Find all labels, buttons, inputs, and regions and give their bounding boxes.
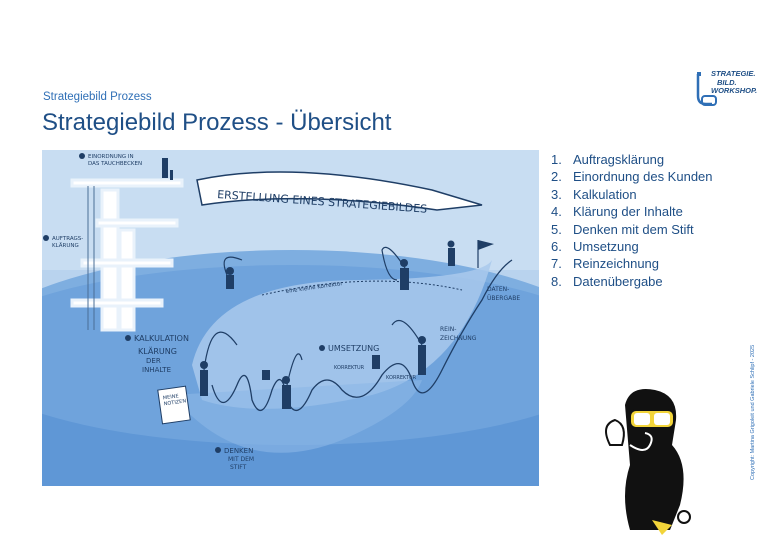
logo-text: STRATEGIE. BILD. WORKSHOP. bbox=[711, 69, 758, 96]
list-item: 5.Denken mit dem Stift bbox=[551, 221, 694, 237]
label-notiz-1: MEINE bbox=[163, 393, 180, 401]
list-item: 3.Kalkulation bbox=[551, 186, 637, 202]
label-korrektur-2: KORREKTUR bbox=[386, 375, 417, 381]
logo-line: BILD. bbox=[717, 77, 737, 87]
label-auftrag-2: KLÄRUNG bbox=[52, 242, 79, 249]
list-item: 4.Klärung der Inhalte bbox=[551, 204, 683, 220]
label-umsetzung: UMSETZUNG bbox=[328, 344, 379, 353]
label-auftrag-1: AUFTRAGS- bbox=[52, 236, 83, 242]
page-kicker: Strategiebild Prozess bbox=[43, 91, 152, 103]
copyright-note: Copyright: Martina Grigoleit und Gabriel… bbox=[750, 344, 756, 480]
label-reinzeichnung-1: REIN- bbox=[440, 326, 456, 333]
snorkel-mask-icon bbox=[696, 72, 717, 106]
diver-illustration bbox=[605, 389, 691, 535]
label-einordnung-2: DAS TAUCHBECKEN bbox=[88, 161, 142, 167]
list-item: 1.Auftragsklärung bbox=[551, 152, 665, 167]
label-klaerung-3: INHALTE bbox=[142, 366, 171, 374]
label-denken-3: STIFT bbox=[230, 464, 247, 471]
process-steps-list: 1.Auftragsklärung 2.Einordnung des Kunde… bbox=[551, 151, 713, 290]
list-item: 2.Einordnung des Kunden bbox=[551, 169, 713, 185]
list-item: 6.Umsetzung bbox=[551, 238, 639, 254]
label-korrektur-1: KORREKTUR bbox=[334, 365, 365, 371]
list-item: 7.Reinzeichnung bbox=[551, 256, 660, 272]
label-denken-1: DENKEN bbox=[224, 447, 253, 455]
label-klaerung-2: DER bbox=[146, 357, 161, 365]
label-klaerung-1: KLÄRUNG bbox=[138, 346, 177, 356]
logo-line: WORKSHOP. bbox=[711, 86, 758, 95]
label-kalkulation: KALKULATION bbox=[134, 334, 189, 343]
label-datenuebergabe-1: DATEN- bbox=[487, 286, 509, 293]
page-title: Strategiebild Prozess - Übersicht bbox=[42, 109, 392, 136]
label-datenuebergabe-2: ÜBERGABE bbox=[487, 295, 520, 302]
label-einordnung-1: EINORDNUNG IN bbox=[88, 154, 134, 160]
label-notiz-2: NOTIZEN bbox=[163, 398, 186, 407]
logo-line: STRATEGIE. bbox=[711, 69, 756, 78]
list-item: 8.Datenübergabe bbox=[551, 273, 663, 289]
label-denken-2: MIT DEM bbox=[228, 456, 254, 463]
strategy-illustration: ERSTELLUNG EINES STRATEGIEBILDES EINORDN… bbox=[42, 150, 539, 486]
